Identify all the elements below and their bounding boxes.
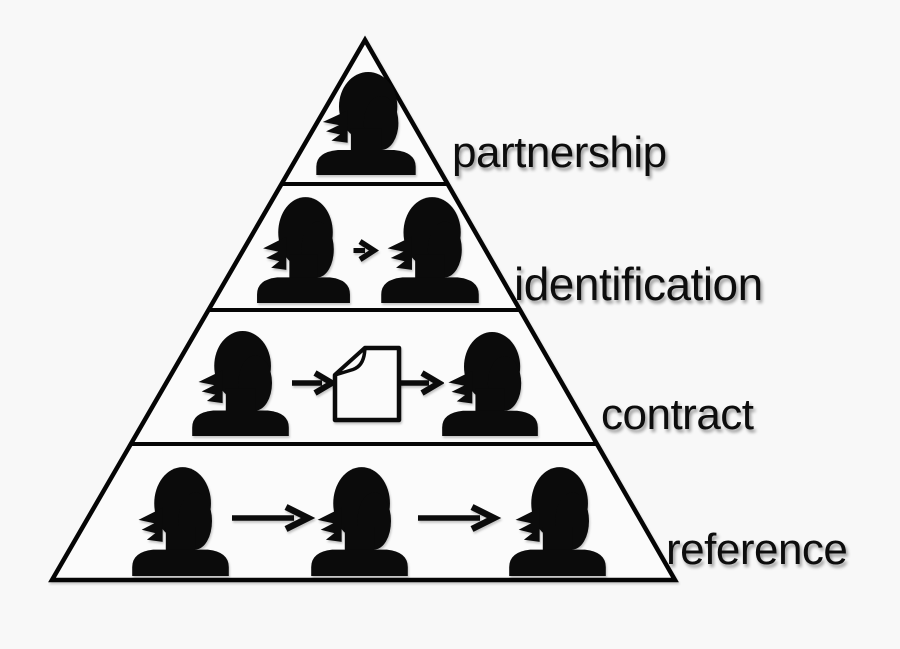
document-icon: [332, 345, 402, 423]
level-label-partnership: partnership: [452, 128, 667, 177]
arrow-right-icon: [398, 368, 444, 398]
person-icon: [312, 71, 420, 175]
arrow-right-icon: [291, 368, 337, 398]
person-icon: [307, 466, 412, 576]
arrow-right-icon: [416, 502, 502, 534]
level-label-identification: identification: [514, 258, 763, 310]
person-icon: [377, 196, 483, 303]
person-icon: [253, 196, 354, 303]
level-label-contract: contract: [601, 390, 754, 439]
arrow-right-icon: [352, 238, 379, 263]
person-icon: [128, 466, 233, 576]
person-icon: [188, 330, 293, 436]
arrow-right-icon: [230, 502, 316, 534]
person-icon: [438, 331, 542, 436]
person-icon: [505, 466, 610, 576]
level-label-reference: reference: [666, 525, 848, 574]
